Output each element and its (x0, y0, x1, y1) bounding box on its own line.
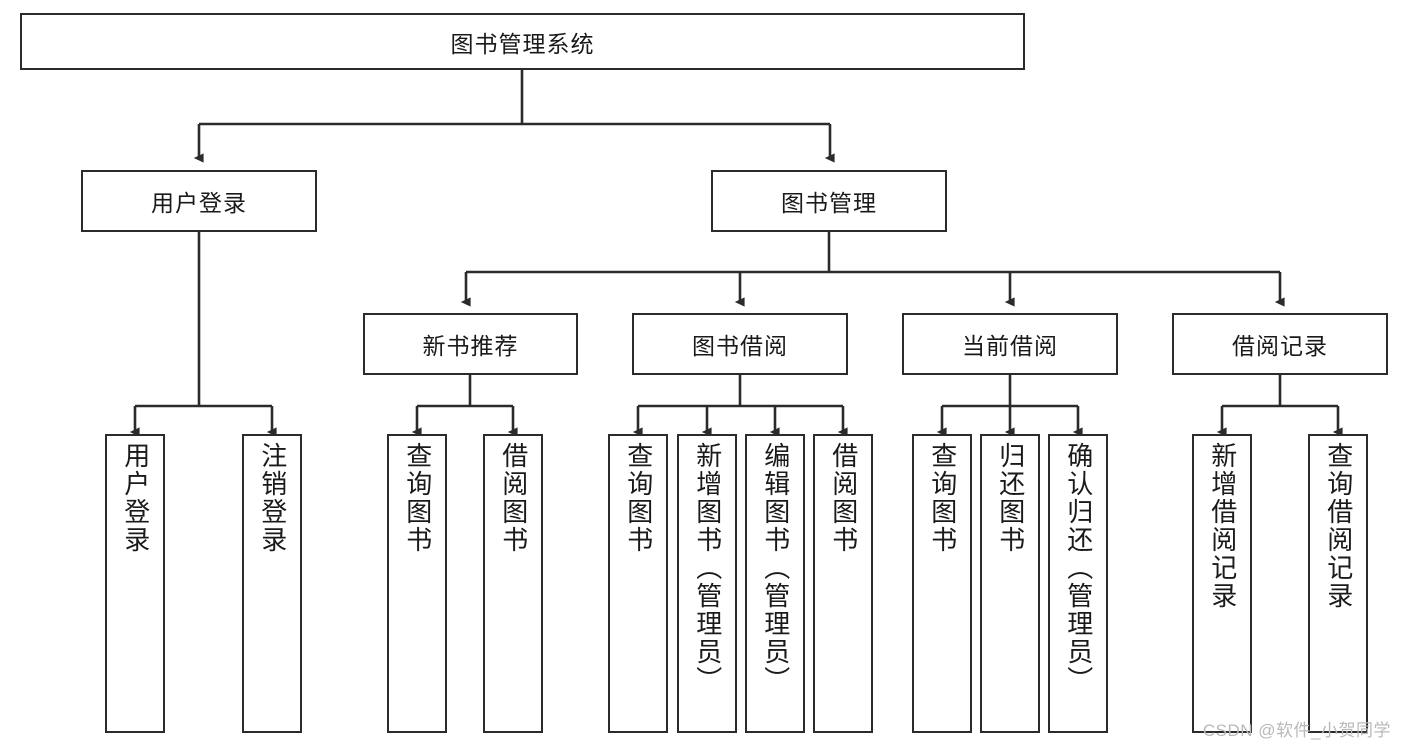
node-leaf-borrow-book-2-label: 借阅图书 (828, 442, 859, 554)
node-new-book-rec[interactable]: 新书推荐 (363, 313, 578, 375)
node-root-label: 图书管理系统 (450, 30, 595, 57)
watermark: CSDN @软件_小贺同学 (1202, 721, 1391, 740)
node-book-manage[interactable]: 图书管理 (711, 170, 947, 232)
node-leaf-user-login[interactable]: 用户登录 (105, 434, 165, 733)
node-leaf-edit-book[interactable]: 编辑图书（管理员） (745, 434, 805, 733)
node-book-borrow[interactable]: 图书借阅 (632, 313, 848, 375)
node-leaf-add-record-label: 新增借阅记录 (1207, 442, 1238, 610)
node-leaf-query-book-3-label: 查询图书 (927, 442, 958, 554)
node-leaf-query-book-3[interactable]: 查询图书 (912, 434, 972, 733)
node-leaf-user-logout[interactable]: 注销登录 (242, 434, 302, 733)
node-new-book-rec-label: 新书推荐 (422, 333, 519, 359)
node-leaf-confirm-return[interactable]: 确认归还（管理员） (1048, 434, 1108, 733)
node-leaf-user-login-label: 用户登录 (120, 442, 151, 554)
node-leaf-add-record[interactable]: 新增借阅记录 (1192, 434, 1252, 733)
node-book-borrow-label: 图书借阅 (692, 333, 788, 359)
node-current-borrow[interactable]: 当前借阅 (902, 313, 1118, 375)
node-leaf-return-book[interactable]: 归还图书 (980, 434, 1040, 733)
node-borrow-record[interactable]: 借阅记录 (1172, 313, 1388, 375)
node-leaf-confirm-return-label: 确认归还（管理员） (1063, 442, 1094, 694)
node-user-login[interactable]: 用户登录 (81, 170, 317, 232)
node-leaf-edit-book-label: 编辑图书（管理员） (760, 442, 791, 694)
node-leaf-query-book-1-label: 查询图书 (402, 442, 433, 554)
node-borrow-record-label: 借阅记录 (1232, 333, 1328, 359)
node-leaf-borrow-book-1[interactable]: 借阅图书 (483, 434, 543, 733)
node-leaf-query-book-2[interactable]: 查询图书 (608, 434, 668, 733)
node-leaf-query-record[interactable]: 查询借阅记录 (1308, 434, 1368, 733)
node-leaf-query-book-2-label: 查询图书 (623, 442, 654, 554)
node-current-borrow-label: 当前借阅 (962, 333, 1058, 359)
node-leaf-add-book[interactable]: 新增图书（管理员） (677, 434, 737, 733)
node-leaf-borrow-book-1-label: 借阅图书 (498, 442, 529, 554)
node-leaf-user-logout-label: 注销登录 (257, 442, 288, 554)
node-user-login-label: 用户登录 (151, 190, 247, 216)
node-leaf-query-book-1[interactable]: 查询图书 (387, 434, 447, 733)
node-leaf-add-book-label: 新增图书（管理员） (692, 442, 723, 694)
node-leaf-return-book-label: 归还图书 (995, 442, 1026, 554)
node-leaf-query-record-label: 查询借阅记录 (1323, 442, 1354, 610)
node-root[interactable]: 图书管理系统 (20, 13, 1025, 70)
node-book-manage-label: 图书管理 (781, 190, 877, 216)
node-leaf-borrow-book-2[interactable]: 借阅图书 (813, 434, 873, 733)
